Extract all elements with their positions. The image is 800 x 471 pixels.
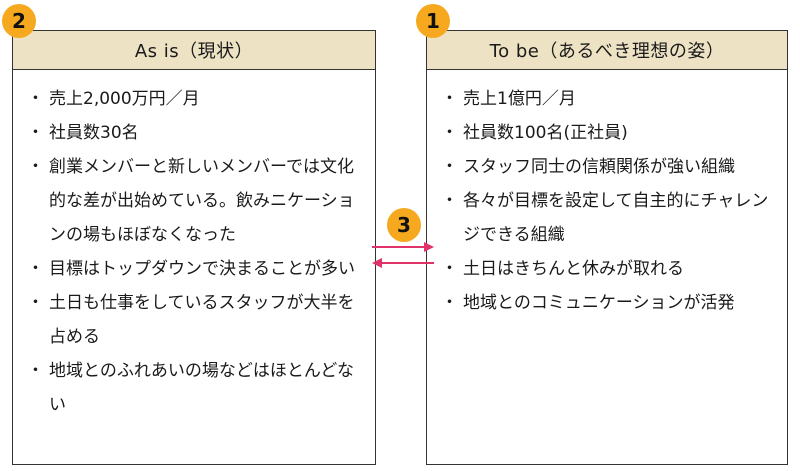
to-be-list: 売上1億円／月 社員数100名(正社員) スタッフ同士の信頼関係が強い組織 各々… [427, 70, 787, 320]
list-item: 土日はきちんと休みが取れる [441, 252, 777, 286]
list-item: 各々が目標を設定して自主的にチャレンジできる組織 [441, 184, 777, 252]
as-is-title: As is（現状） [13, 31, 375, 70]
list-item: 売上2,000万円／月 [27, 82, 365, 116]
list-item: 地域とのコミュニケーションが活発 [441, 286, 777, 320]
step-badge-2: 2 [2, 4, 36, 38]
to-be-title: To be（あるべき理想の姿） [427, 31, 787, 70]
list-item: 売上1億円／月 [441, 82, 777, 116]
to-be-panel: To be（あるべき理想の姿） 売上1億円／月 社員数100名(正社員) スタッ… [426, 30, 788, 465]
list-item: 目標はトップダウンで決まることが多い [27, 252, 365, 286]
list-item: 社員数100名(正社員) [441, 116, 777, 150]
right-arrow-icon [372, 242, 434, 252]
step-badge-3: 3 [387, 208, 421, 242]
as-is-list: 売上2,000万円／月 社員数30名 創業メンバーと新しいメンバーでは文化的な差… [13, 70, 375, 422]
list-item: 社員数30名 [27, 116, 365, 150]
list-item: 地域とのふれあいの場などはほとんどない [27, 354, 365, 422]
as-is-panel: As is（現状） 売上2,000万円／月 社員数30名 創業メンバーと新しいメ… [12, 30, 376, 465]
gap-arrows [372, 242, 434, 268]
list-item: 土日も仕事をしているスタッフが大半を占める [27, 286, 365, 354]
list-item: スタッフ同士の信頼関係が強い組織 [441, 150, 777, 184]
step-badge-1: 1 [416, 4, 450, 38]
left-arrow-icon [372, 258, 434, 268]
list-item: 創業メンバーと新しいメンバーでは文化的な差が出始めている。飲みニケーションの場も… [27, 150, 365, 252]
